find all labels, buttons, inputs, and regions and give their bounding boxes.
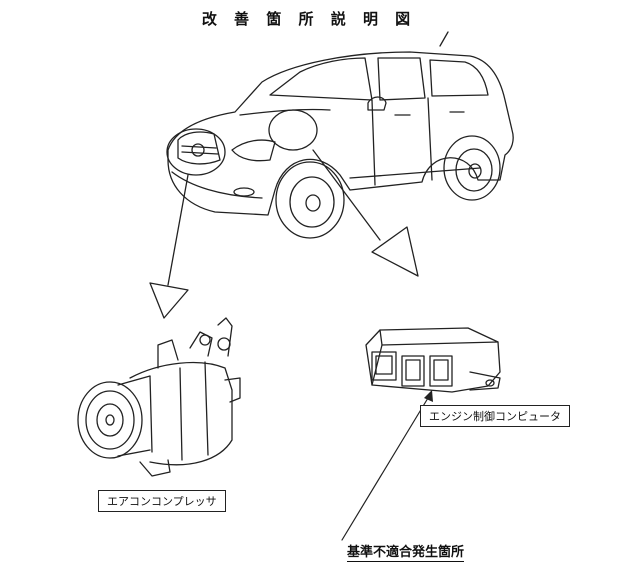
nonconformity-location-caption: 基準不適合発生箇所 — [347, 541, 465, 562]
leader-arrowhead-icon — [424, 390, 433, 402]
arrow-to-compressor-icon — [149, 174, 189, 319]
ecu-icon — [365, 327, 501, 393]
compressor-label: エアコンコンプレッサ — [98, 490, 226, 512]
page-title: 改 善 箇 所 説 明 図 — [201, 10, 417, 28]
vehicle-icon — [167, 31, 514, 239]
grille-highlight-circle — [166, 128, 226, 176]
ecu-label: エンジン制御コンピュータ — [420, 405, 570, 427]
hood-highlight-circle — [268, 109, 318, 151]
ac-compressor-icon — [77, 317, 241, 477]
leader-line — [341, 397, 429, 541]
arrow-to-ecu-icon — [312, 149, 419, 277]
